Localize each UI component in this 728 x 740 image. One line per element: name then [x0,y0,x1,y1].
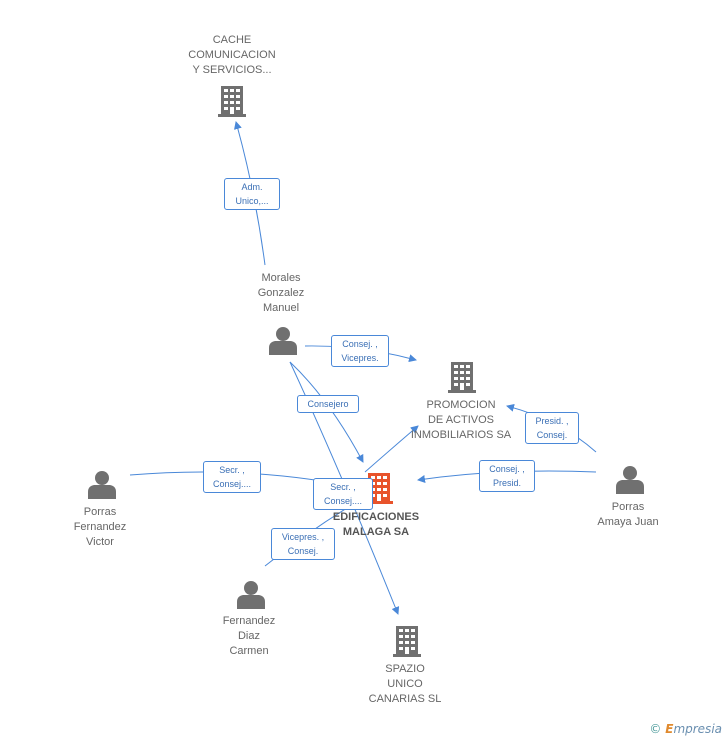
node-label-porras-victor[interactable]: Porras Fernandez Victor [73,506,127,548]
building-icon-edificaciones [365,473,393,504]
person-icon-fernandez [237,581,265,609]
building-icon-promocion [448,362,476,393]
person-icon-porras-juan [616,466,644,494]
edge-label-secr-consej-main[interactable]: Secr. , Consej.... [313,478,373,510]
edge-label-consejero[interactable]: Consejero [297,395,359,413]
node-label-cache[interactable]: CACHE COMUNICACION Y SERVICIOS... [188,34,276,76]
brand-logo-e: E [665,722,674,736]
edge-label-consej-presid[interactable]: Consej. , Presid. [479,460,535,492]
edge-label-consej-vicepres[interactable]: Consej. , Vicepres. [331,335,389,367]
node-label-morales[interactable]: Morales Gonzalez Manuel [257,272,305,314]
edge-label-presid-consej[interactable]: Presid. , Consej. [525,412,579,444]
node-label-spazio[interactable]: SPAZIO UNICO CANARIAS SL [368,663,442,705]
edge-label-vicepres-consej[interactable]: Vicepres. , Consej. [271,528,335,560]
brand-logo-text: mpresia [673,722,722,736]
building-icon-cache [218,86,246,117]
person-icon-morales [269,327,297,355]
building-icon-spazio [393,626,421,657]
footer-brand: © Empresia [649,722,722,736]
node-label-edificaciones[interactable]: EDIFICACIONES MALAGA SA [332,511,420,538]
copyright-icon: © [649,722,662,736]
node-label-porras-juan[interactable]: Porras Amaya Juan [597,501,659,528]
edge-edificaciones-promocion [364,425,419,473]
person-icon-porras-victor [88,471,116,499]
edge-label-adm-unico[interactable]: Adm. Unico,... [224,178,280,210]
edge-label-secr-consej-victor[interactable]: Secr. , Consej.... [203,461,261,493]
node-label-fernandez[interactable]: Fernandez Diaz Carmen [222,615,276,657]
node-label-promocion[interactable]: PROMOCION DE ACTIVOS INMOBILIARIOS SA [410,399,512,441]
